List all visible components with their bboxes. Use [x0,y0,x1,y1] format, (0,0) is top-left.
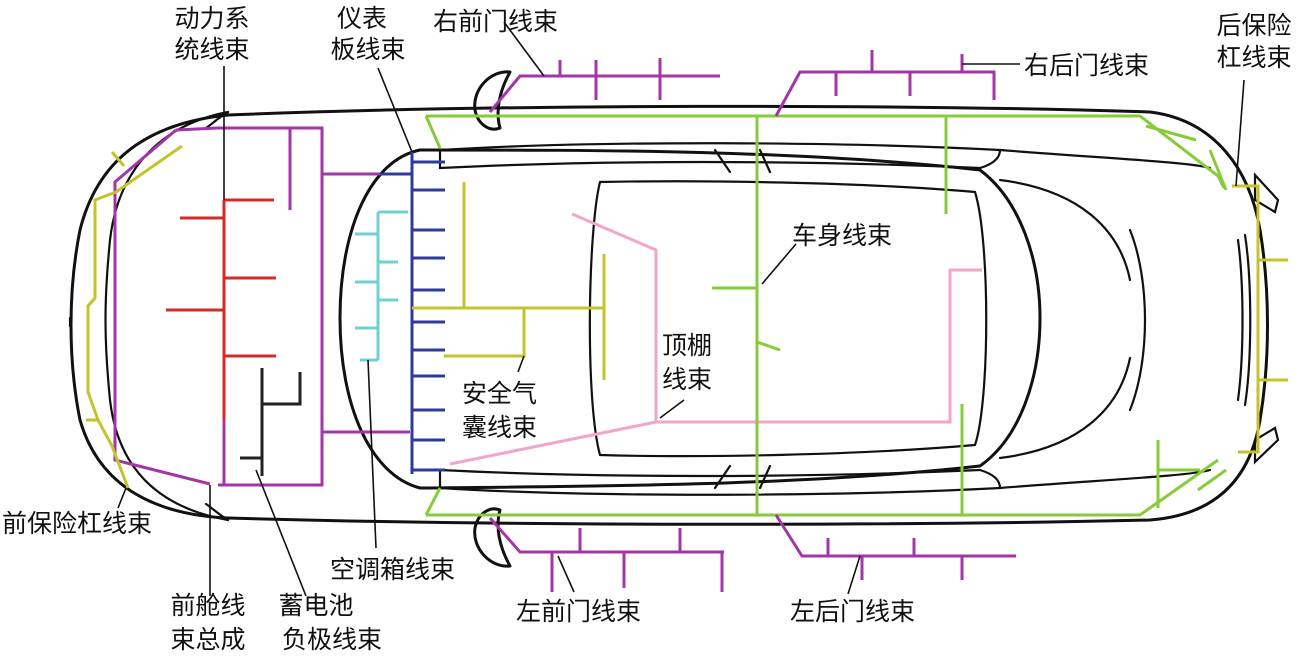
powertrain-label-line-1: 动力系 [174,4,249,33]
left-front-door-harness [488,517,724,592]
powertrain-harness [166,198,276,420]
right-rear-door-harness [774,50,996,117]
rear-bumper-label-line-1: 后保险 [1216,11,1291,40]
right-front-door-harness [488,58,720,113]
right-rear-door-label: 右后门线束 [1024,51,1149,80]
labels: 动力系 统线束 仪表 板线束 右前门线束 右后门线束 后保险 杠线束 车身线束 … [2,4,1292,654]
body-branch [756,340,781,352]
front-bumper-run [86,144,183,489]
airbag-label-line-1: 安全气 [462,379,537,408]
left-rear-door-harness [774,514,1016,580]
airbag-label-line-2: 囊线束 [462,413,537,442]
front-compartment-label-line-2: 束总成 [170,625,245,654]
front-bumper-harness [86,144,183,489]
instrument-panel-harness [380,152,445,474]
body-branch [424,115,442,149]
car-body-outline [68,70,1280,568]
headliner-harness [449,212,982,466]
hvac-leader [367,359,377,549]
body-label: 车身线束 [792,221,892,250]
body-trunk [426,114,1226,189]
airbag-branch [444,308,526,358]
battery-negative-leader [255,469,307,597]
leader-lines [117,21,1245,597]
left-rear-door-leader [847,555,861,595]
left-rear-door-label: 左后门线束 [790,597,915,626]
battery-negative-trunk [240,368,264,460]
powertrain-label-line-2: 统线束 [174,35,249,64]
body-leader [761,243,797,285]
headliner-run [571,212,982,424]
right-front-door-trunk [488,74,720,113]
headliner-label-line-2: 线束 [662,365,712,394]
front-bumper-label: 前保险杠线束 [2,509,152,538]
front-bumper-leader [117,487,127,509]
left-front-door-trunk [488,517,724,554]
body-branch [424,487,442,516]
battery-negative-branch [262,372,302,406]
hvac-label: 空调箱线束 [330,555,455,584]
battery-negative-label-line-2: 负极线束 [282,625,382,654]
hvac-harness [355,210,408,362]
front-compartment-run [113,128,211,486]
instrument-panel-label-line-2: 板线束 [330,35,405,64]
body-harness [424,114,1228,517]
body-branch [1145,124,1197,142]
front-compartment-label-line-1: 前舱线 [170,591,245,620]
headliner-leader [659,399,685,419]
right-front-door-leader [503,21,545,77]
body-branch [1197,468,1227,492]
battery-negative-label-line-1: 蓄电池 [278,591,353,620]
instrument-panel-leader [377,67,413,153]
front-compartment-trunk [175,126,324,487]
rear-bumper-harness [1232,184,1288,454]
body-trunk [426,458,1219,517]
instrument-panel-label-line-1: 仪表 [337,4,387,33]
rear-bumper-run [1232,184,1260,454]
rear-bumper-leader [1235,79,1245,187]
right-rear-door-trunk [774,70,996,117]
right-front-door-label: 右前门线束 [433,7,558,36]
rear-bumper-label-line-2: 杠线束 [1216,43,1291,72]
airbag-leader [517,355,525,373]
battery-negative-harness [240,368,302,476]
headliner-label-line-1: 顶棚 [662,331,712,360]
headliner-run [449,420,657,466]
left-front-door-label: 左前门线束 [516,597,641,626]
left-rear-door-trunk [774,514,1016,558]
left-front-door-leader [557,555,575,593]
body-branch [1208,149,1228,191]
front-bumper-branch [110,151,126,167]
